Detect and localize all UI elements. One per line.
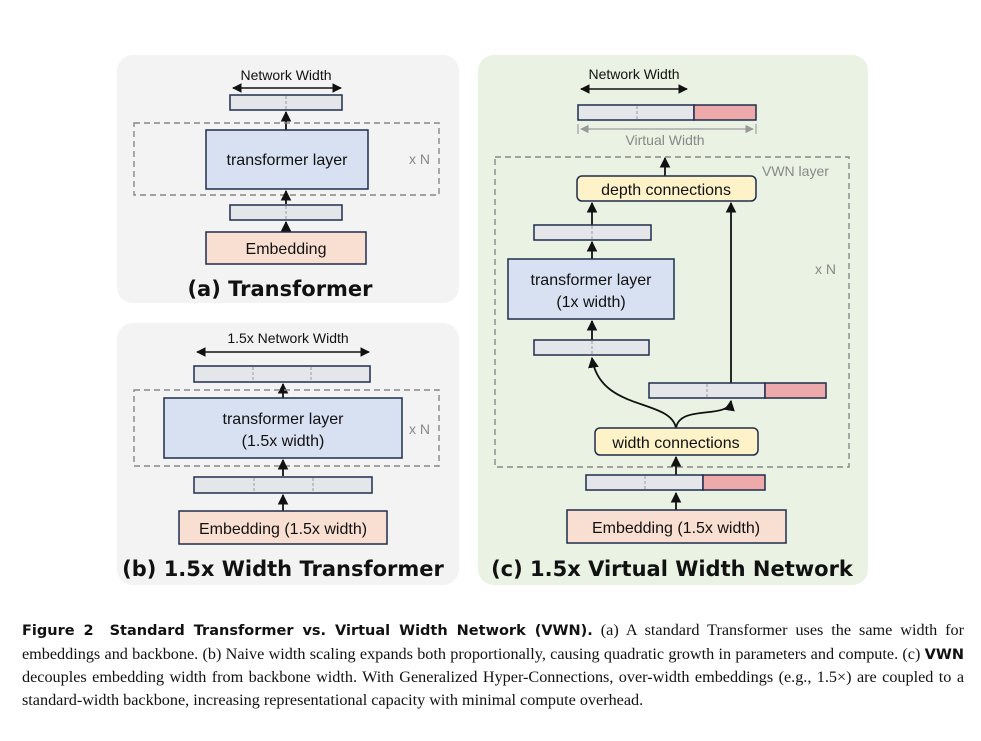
caption-text-a: (a) A standard Transformer uses the same… — [22, 621, 965, 663]
panel-a-transformer-layer — [205, 129, 369, 190]
figure-caption: Figure 2 Standard Transformer vs. Virtua… — [22, 619, 964, 711]
panel-a-transformer-layer-label: transformer layer — [227, 152, 349, 169]
panel-c-width-connections — [594, 427, 759, 456]
panel-c-curve-to-layer-input — [588, 356, 677, 429]
caption-text-c: decouples embedding width from backbone … — [22, 668, 964, 709]
panel-b-embedding — [178, 510, 388, 545]
panel-c-background — [478, 55, 868, 585]
panel-b-transformer-layer-label-2: (1.5x width) — [242, 433, 325, 450]
panel-a-repeat-label: x N — [409, 151, 430, 167]
panel-c-virtual-width-bracket — [577, 124, 757, 134]
caption-vwn: VWN — [924, 646, 964, 663]
panel-c-depth-connections — [576, 175, 757, 202]
panel-c-input-vector — [585, 474, 766, 491]
panel-b-output-vector — [193, 365, 371, 383]
panel-c-title: (c) 1.5x Virtual Width Network — [491, 557, 854, 581]
panel-a-repeat-block — [133, 122, 440, 196]
panel-a-network-width-label: Network Width — [240, 67, 331, 83]
panel-c-network-width-label: Network Width — [588, 66, 679, 82]
panel-c-transformer-layer-label-2: (1x width) — [556, 294, 625, 311]
panel-a-output-vector — [229, 94, 343, 111]
panel-b-network-width-label: 1.5x Network Width — [227, 330, 348, 346]
panel-c-layer-input-vector — [533, 339, 650, 356]
panel-b-repeat-label: x N — [409, 421, 430, 437]
panel-a-embedding — [205, 231, 367, 265]
panel-b-title: (b) 1.5x Width Transformer — [122, 557, 444, 581]
panel-c-vwn-layer-block — [494, 156, 850, 468]
panel-c-transformer-layer-label-1: transformer layer — [531, 272, 653, 289]
panel-c-output-vector — [577, 104, 757, 121]
panel-c-embedding-label: Embedding (1.5x width) — [592, 520, 760, 537]
panel-a-title: (a) Transformer — [187, 277, 373, 301]
panel-b-input-vector — [193, 476, 373, 494]
panel-c: Network Width Virtual Width VWN layer de… — [478, 55, 868, 585]
panel-c-skip-vector — [648, 382, 827, 399]
panel-c-repeat-label: x N — [815, 261, 836, 277]
panel-a: Network Width transformer layer x N Embe… — [117, 55, 459, 303]
panel-c-embedding — [566, 509, 787, 544]
panel-b-transformer-layer — [163, 397, 403, 459]
panel-c-virtual-width-label: Virtual Width — [625, 132, 704, 148]
panel-c-curve-to-skip-vector — [675, 399, 735, 429]
panel-c-depth-connections-label: depth connections — [601, 182, 731, 199]
panel-c-transformer-layer — [507, 258, 675, 320]
vwn-figure: Network Width transformer layer x N Embe… — [117, 55, 868, 585]
panel-b: 1.5x Network Width transformer layer (1.… — [117, 323, 459, 585]
panel-a-embedding-label: Embedding — [246, 241, 327, 258]
panel-a-input-vector — [229, 204, 343, 221]
panel-c-width-connections-label: width connections — [611, 435, 739, 452]
panel-c-vwn-layer-label: VWN layer — [762, 163, 829, 179]
panel-b-transformer-layer-label-1: transformer layer — [223, 411, 345, 428]
panel-b-embedding-label: Embedding (1.5x width) — [199, 521, 367, 538]
caption-label: Figure 2 — [22, 623, 94, 639]
panel-c-layer-output-vector — [533, 224, 652, 241]
caption-title: Standard Transformer vs. Virtual Width N… — [109, 623, 593, 639]
